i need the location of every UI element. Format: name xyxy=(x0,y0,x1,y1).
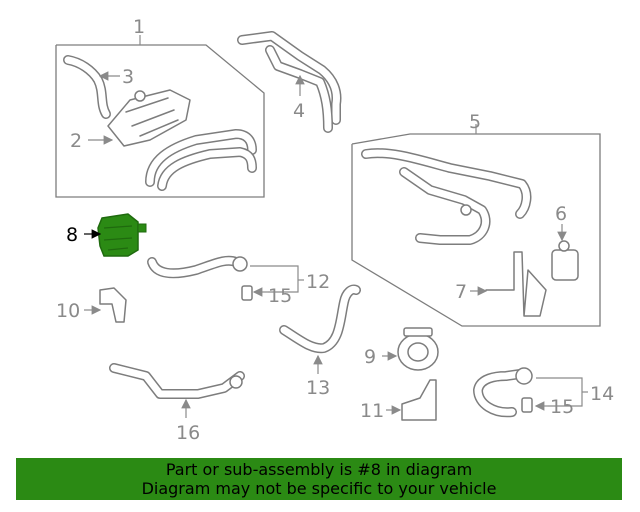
part-10-bracket: 10 xyxy=(56,287,127,323)
part-15-clip: 15 xyxy=(241,285,292,307)
group-box-1: 1 xyxy=(55,16,265,198)
part-7-bracket: 7 xyxy=(455,251,547,317)
part-2-assembly: 2 xyxy=(70,89,191,152)
part-14-hose: 14 15 xyxy=(473,367,614,418)
callout-5[interactable]: 5 xyxy=(469,111,481,133)
group-box-5: 5 xyxy=(351,111,601,327)
callout-15-second[interactable]: 15 xyxy=(550,396,574,418)
part-4-pipe: 4 xyxy=(237,31,342,133)
part-3-hose: 3 xyxy=(63,55,134,119)
callout-2[interactable]: 2 xyxy=(70,130,82,152)
callout-8[interactable]: 8 xyxy=(66,224,78,246)
callout-1[interactable]: 1 xyxy=(133,16,145,38)
part-11-bracket: 11 xyxy=(360,379,437,422)
part-16-pipe: 16 xyxy=(109,363,245,444)
callout-7[interactable]: 7 xyxy=(455,281,467,303)
callout-10[interactable]: 10 xyxy=(56,300,80,322)
callout-15-first[interactable]: 15 xyxy=(268,285,292,307)
part-13-hose: 13 xyxy=(279,284,361,399)
part-1-tubes xyxy=(145,129,257,191)
callout-13[interactable]: 13 xyxy=(306,377,330,399)
callout-9[interactable]: 9 xyxy=(364,346,376,368)
callout-16[interactable]: 16 xyxy=(176,422,200,444)
part-5-hoses xyxy=(361,148,532,245)
callout-11[interactable]: 11 xyxy=(360,400,384,422)
info-banner: Part or sub-assembly is #8 in diagram Di… xyxy=(16,458,622,500)
part-12-hose: 12 xyxy=(147,255,330,297)
callout-3[interactable]: 3 xyxy=(122,66,134,88)
part-8-pump[interactable]: 8 xyxy=(66,213,147,257)
callout-12[interactable]: 12 xyxy=(306,271,330,293)
part-9-pump: 9 xyxy=(364,327,439,371)
banner-line-2: Diagram may not be specific to your vehi… xyxy=(141,479,497,498)
callout-14[interactable]: 14 xyxy=(590,383,614,405)
callout-6[interactable]: 6 xyxy=(555,203,567,225)
callout-4[interactable]: 4 xyxy=(293,100,305,122)
banner-line-1: Part or sub-assembly is #8 in diagram xyxy=(165,460,473,479)
part-6-valve: 6 xyxy=(551,203,579,281)
